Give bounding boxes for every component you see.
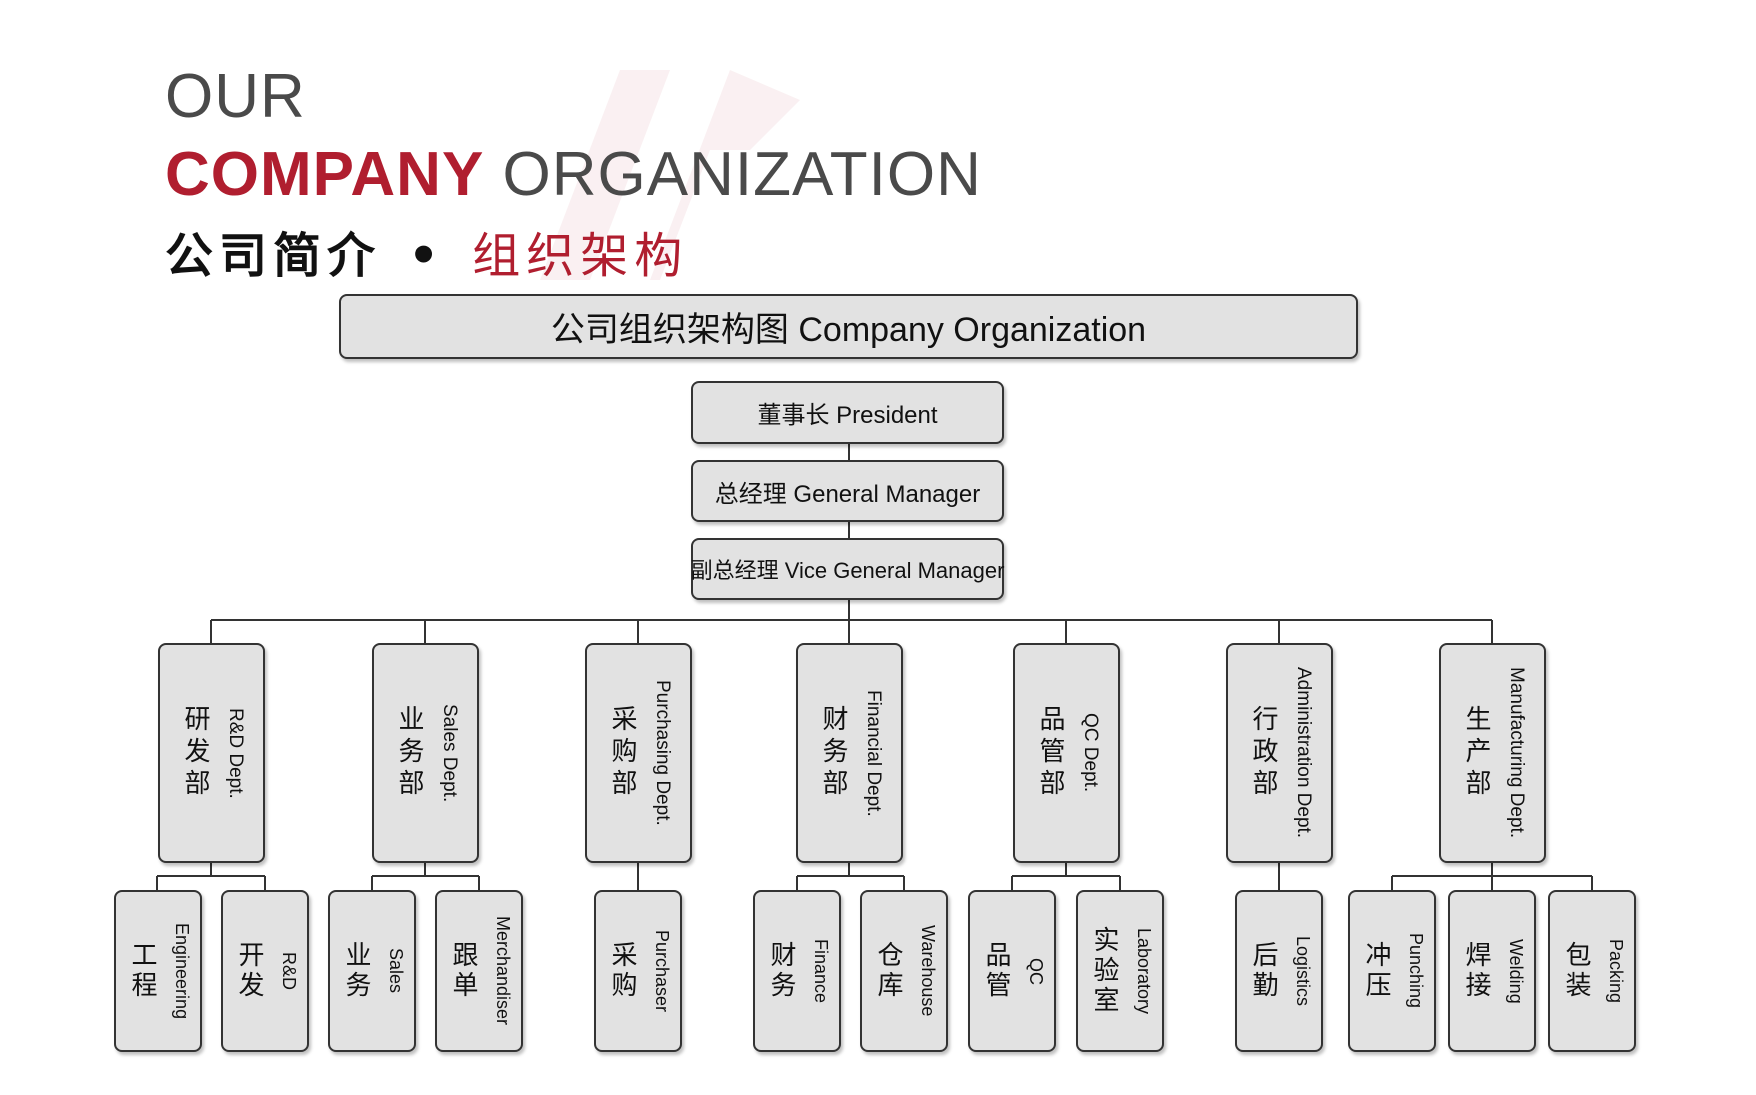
- dept-sales-cn: 业务部: [394, 705, 424, 801]
- heading-chinese: 公司简介 • 组织架构: [165, 225, 688, 287]
- sub-purchaser-en: Purchaser: [652, 929, 672, 1013]
- sub-laboratory-cn: 实验室: [1089, 926, 1119, 1016]
- sub-punching-cn: 冲压: [1361, 941, 1391, 1001]
- sub-merchandiser-en: Merchandiser: [493, 916, 513, 1026]
- sub-qc-cn: 品管: [981, 941, 1011, 1001]
- dept-manufacturing-box: 生产部 Manufacturing Dept.: [1439, 643, 1546, 863]
- dept-qc-en: QC Dept.: [1080, 713, 1101, 793]
- vice-general-manager-box: 副总经理 Vice General Manager: [691, 538, 1004, 600]
- general-manager-label: 总经理 General Manager: [714, 480, 981, 508]
- president-box: 董事长 President: [691, 381, 1004, 444]
- sub-logistics-en: Logistics: [1293, 935, 1313, 1007]
- sub-purchaser-cn: 采购: [607, 941, 637, 1001]
- vice-general-manager-label: 副总经理 Vice General Manager: [690, 558, 1005, 583]
- chart-title: 公司组织架构图 Company Organization: [550, 311, 1147, 349]
- general-manager-box: 总经理 General Manager: [691, 460, 1004, 522]
- dept-manufacturing-en: Manufacturing Dept.: [1506, 667, 1527, 839]
- heading-cn-main: 公司简介: [165, 228, 382, 284]
- sub-laboratory-box: 实验室 Laboratory: [1076, 890, 1164, 1052]
- dept-sales-box: 业务部 Sales Dept.: [372, 643, 479, 863]
- dept-financial-cn: 财务部: [818, 705, 848, 801]
- sub-purchaser-box: 采购 Purchaser: [594, 890, 682, 1052]
- heading-company-organization: COMPANY ORGANIZATION: [165, 140, 982, 210]
- dept-admin-box: 行政部 Administration Dept.: [1226, 643, 1333, 863]
- sub-merchandiser-cn: 跟单: [448, 941, 478, 1001]
- sub-packing-cn: 包装: [1561, 941, 1591, 1001]
- dept-admin-cn: 行政部: [1248, 705, 1278, 801]
- dept-sales-en: Sales Dept.: [439, 703, 460, 803]
- sub-finance-cn: 财务: [766, 941, 796, 1001]
- dept-purchasing-en: Purchasing Dept.: [652, 680, 673, 826]
- dept-rd-box: 研发部 R&D Dept.: [158, 643, 265, 863]
- sub-rd-box: 开发 R&D: [221, 890, 309, 1052]
- sub-packing-en: Packing: [1606, 938, 1626, 1004]
- sub-warehouse-en: Warehouse: [918, 925, 938, 1017]
- sub-qc-box: 品管 QC: [968, 890, 1056, 1052]
- heading-our: OUR: [165, 62, 306, 131]
- sub-laboratory-en: Laboratory: [1134, 927, 1154, 1015]
- heading-cn-accent: 组织架构: [472, 228, 689, 284]
- sub-logistics-cn: 后勤: [1248, 941, 1278, 1001]
- dept-purchasing-box: 采购部 Purchasing Dept.: [585, 643, 692, 863]
- chart-title-box: 公司组织架构图 Company Organization: [339, 294, 1358, 359]
- sub-qc-en: QC: [1026, 957, 1046, 985]
- sub-sales-en: Sales: [386, 948, 406, 994]
- sub-welding-en: Welding: [1506, 938, 1526, 1004]
- heading-company: COMPANY: [165, 140, 485, 209]
- dept-financial-en: Financial Dept.: [863, 689, 884, 817]
- president-label: 董事长 President: [757, 402, 938, 429]
- dept-manufacturing-cn: 生产部: [1461, 705, 1491, 801]
- sub-merchandiser-box: 跟单 Merchandiser: [435, 890, 523, 1052]
- dept-rd-cn: 研发部: [180, 705, 210, 801]
- sub-rd-en: R&D: [279, 951, 299, 990]
- dept-rd-en: R&D Dept.: [225, 707, 246, 799]
- heading-organization: ORGANIZATION: [502, 140, 982, 209]
- sub-warehouse-cn: 仓库: [873, 941, 903, 1001]
- sub-packing-box: 包装 Packing: [1548, 890, 1636, 1052]
- sub-engineering-cn: 工程: [127, 941, 157, 1001]
- sub-warehouse-box: 仓库 Warehouse: [860, 890, 948, 1052]
- dept-qc-box: 品管部 QC Dept.: [1013, 643, 1120, 863]
- dept-qc-cn: 品管部: [1035, 705, 1065, 801]
- dept-admin-en: Administration Dept.: [1293, 667, 1314, 839]
- watermark-logo-icon: [540, 70, 800, 280]
- sub-finance-en: Finance: [811, 938, 831, 1004]
- sub-punching-en: Punching: [1406, 933, 1426, 1009]
- sub-engineering-box: 工程 Engineering: [114, 890, 202, 1052]
- heading-cn-dot: •: [408, 228, 445, 284]
- sub-welding-cn: 焊接: [1461, 941, 1491, 1001]
- sub-rd-cn: 开发: [234, 941, 264, 1001]
- sub-welding-box: 焊接 Welding: [1448, 890, 1536, 1052]
- sub-sales-cn: 业务: [341, 941, 371, 1001]
- sub-sales-box: 业务 Sales: [328, 890, 416, 1052]
- sub-punching-box: 冲压 Punching: [1348, 890, 1436, 1052]
- sub-logistics-box: 后勤 Logistics: [1235, 890, 1323, 1052]
- dept-financial-box: 财务部 Financial Dept.: [796, 643, 903, 863]
- sub-engineering-en: Engineering: [172, 922, 192, 1020]
- dept-purchasing-cn: 采购部: [607, 705, 637, 801]
- sub-finance-box: 财务 Finance: [753, 890, 841, 1052]
